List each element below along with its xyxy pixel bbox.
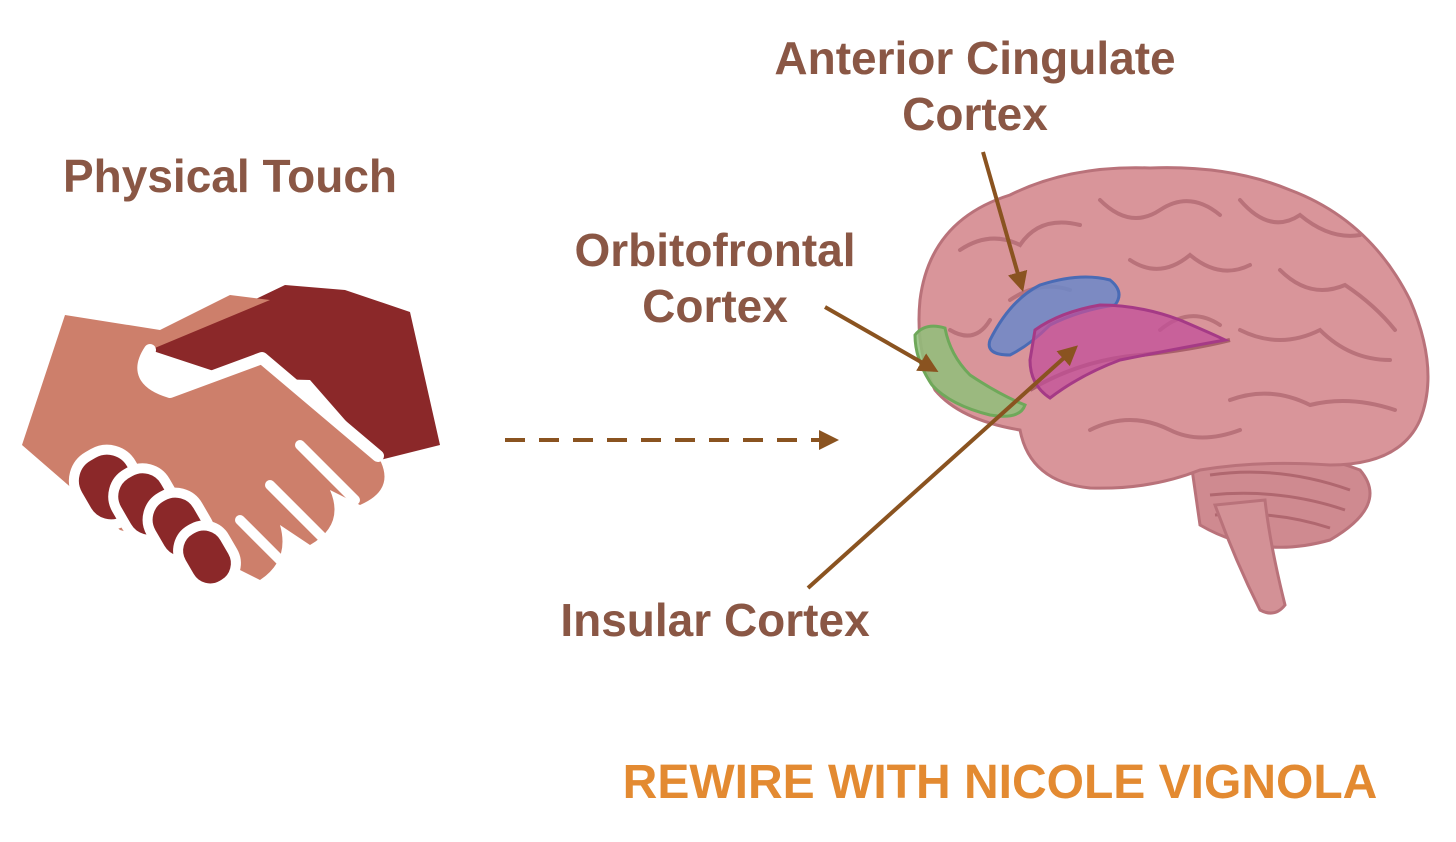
brand-text: REWIRE WITH NICOLE VIGNOLA	[622, 756, 1378, 809]
brainstem	[1212, 498, 1287, 615]
insula-region	[1028, 303, 1230, 400]
ofc-pointer-arrow	[824, 305, 939, 372]
hand-seam	[137, 344, 384, 462]
ofc-label-line1: Orbitofrontal	[574, 224, 856, 276]
knuckles	[68, 444, 241, 594]
physical-touch-text: Physical Touch	[62, 150, 398, 202]
hand-dark	[150, 285, 440, 460]
acc-pointer-arrow	[981, 151, 1028, 292]
ofc-label-line2: Cortex	[642, 280, 788, 332]
acc-label-line1: Anterior Cingulate	[774, 32, 1176, 84]
insula-label-text: Insular Cortex	[560, 594, 870, 646]
ofc-label: Orbitofrontal Cortex	[540, 222, 890, 334]
acc-label-line2: Cortex	[902, 88, 1048, 140]
ofc-region	[913, 324, 1027, 418]
handshake-icon	[22, 285, 440, 594]
physical-touch-label: Physical Touch	[40, 148, 420, 204]
brand-footer: REWIRE WITH NICOLE VIGNOLA	[600, 754, 1400, 812]
brain-illustration	[913, 166, 1430, 615]
hand-finger-lines	[235, 440, 360, 575]
acc-label: Anterior Cingulate Cortex	[740, 30, 1210, 142]
insula-label: Insular Cortex	[530, 592, 900, 648]
insula-pointer-arrow	[806, 345, 1078, 590]
